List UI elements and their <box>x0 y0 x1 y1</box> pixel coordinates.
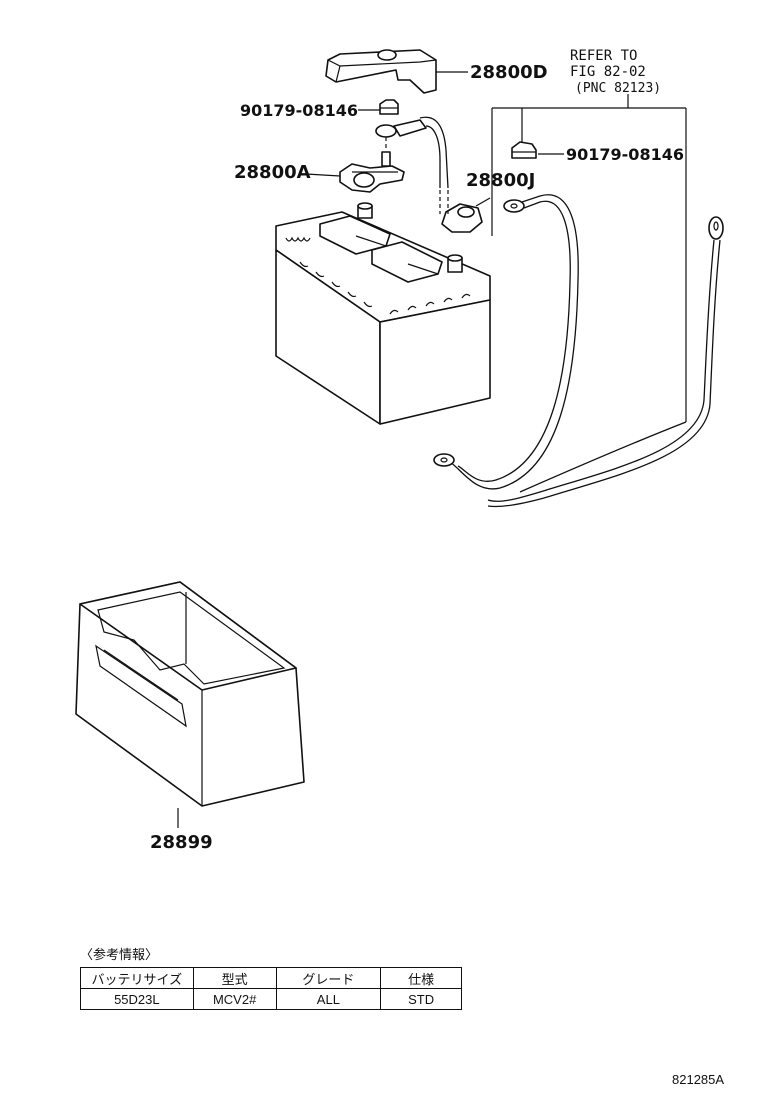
cell-battery-size: 55D23L <box>80 988 194 1010</box>
reference-line-2: FIG 82-02 <box>570 64 646 80</box>
reference-line-3: (PNC 82123) <box>575 81 661 96</box>
terminal-cover <box>325 49 437 94</box>
cell-spec: STD <box>380 988 462 1010</box>
leader-clamp <box>305 173 341 177</box>
positive-cable-end <box>375 116 449 189</box>
negative-terminal <box>441 197 491 233</box>
nut-left <box>379 99 399 115</box>
table-header-row: バッテリサイズ 型式 グレード 仕様 <box>80 967 462 989</box>
cell-grade: ALL <box>275 988 382 1010</box>
ground-cable <box>433 194 724 508</box>
battery <box>275 190 491 425</box>
figure-code: 821285A <box>672 1072 725 1087</box>
header-battery-size: バッテリサイズ <box>80 967 194 989</box>
reference-bracket <box>491 94 687 422</box>
reference-info: 〈参考情報〉 バッテリサイズ 型式 グレード 仕様 55D23L MCV2# A… <box>80 944 464 1010</box>
battery-clamp <box>339 151 405 193</box>
header-spec: 仕様 <box>380 967 462 989</box>
label-cover: 28800D <box>470 62 548 83</box>
nut-right <box>511 141 537 159</box>
label-nut-right: 90179-08146 <box>566 145 684 164</box>
header-model: 型式 <box>192 967 277 989</box>
battery-tray <box>75 581 305 807</box>
label-clamp: 28800A <box>234 162 311 183</box>
reference-line-1: REFER TO <box>570 48 637 64</box>
cell-model: MCV2# <box>192 988 277 1010</box>
spec-table: バッテリサイズ 型式 グレード 仕様 55D23L MCV2# ALL STD <box>80 967 462 1010</box>
label-nut-left: 90179-08146 <box>240 101 358 120</box>
label-negative-terminal: 28800J <box>466 170 535 191</box>
table-row: 55D23L MCV2# ALL STD <box>80 988 462 1010</box>
label-tray: 28899 <box>150 832 213 853</box>
info-title: 〈参考情報〉 <box>80 947 159 962</box>
header-grade: グレード <box>275 967 382 989</box>
